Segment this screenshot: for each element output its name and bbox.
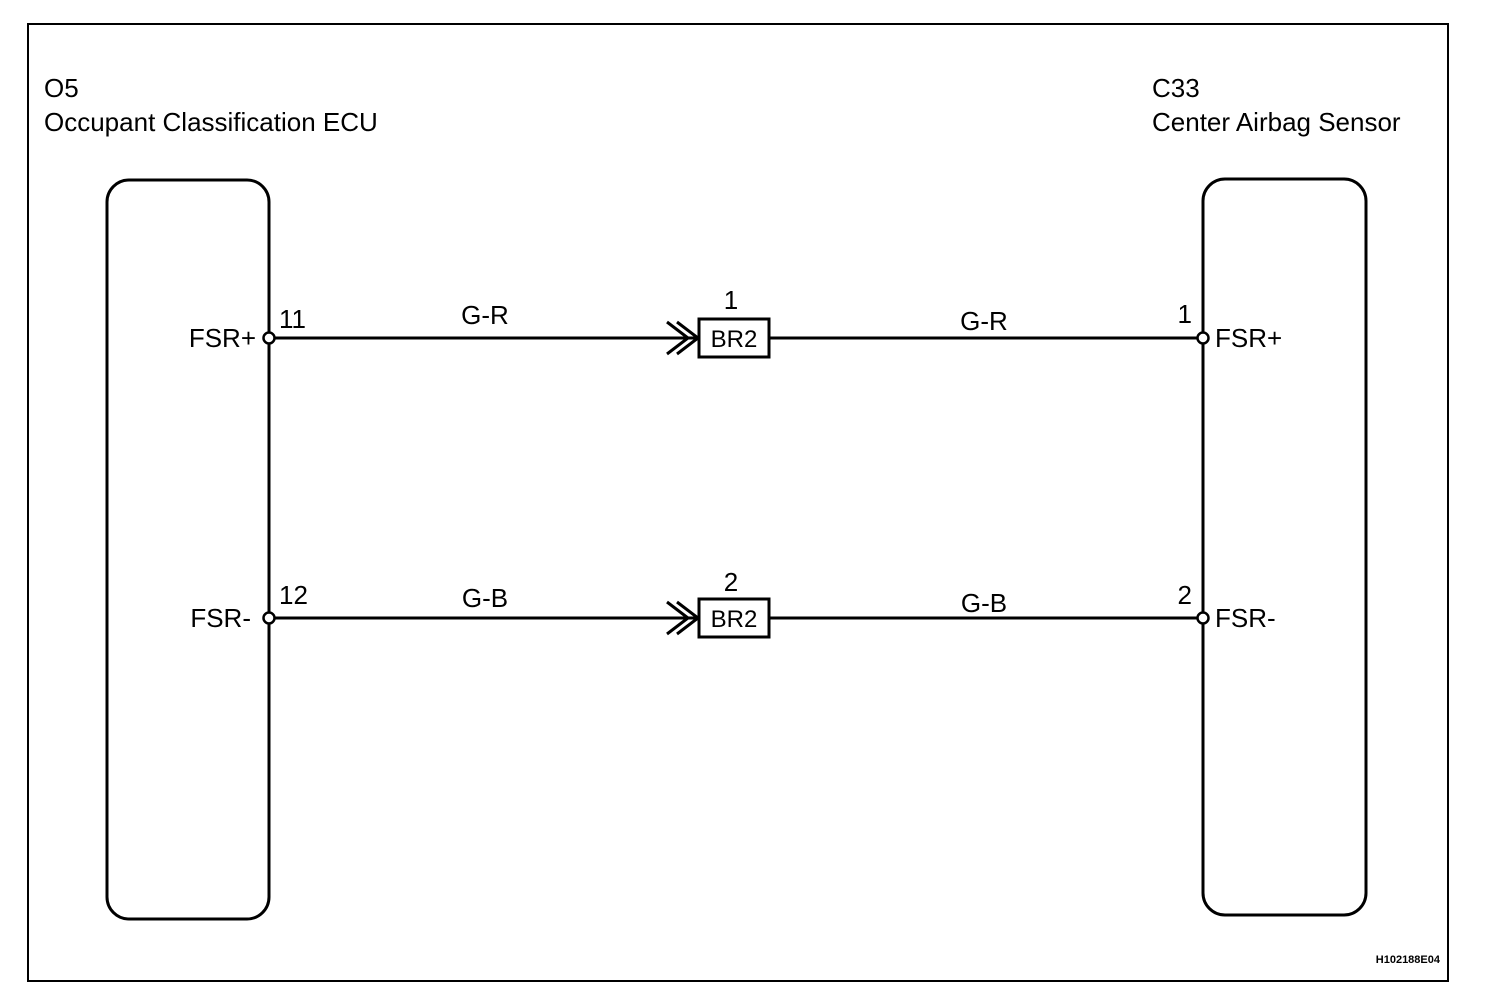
- right-component-name: Center Airbag Sensor: [1152, 107, 1401, 137]
- signal-left-label: FSR-: [190, 603, 251, 633]
- left-component-code: O5: [44, 73, 79, 103]
- pin-right-label: 2: [1178, 580, 1192, 610]
- figure-id: H102188E04: [1376, 954, 1441, 966]
- circuit-fsr-plus: FSR+ 11 G-R 1 BR2 G-R 1 FSR+: [189, 285, 1282, 359]
- pin-right-label: 1: [1178, 299, 1192, 329]
- signal-right-label: FSR+: [1215, 323, 1282, 353]
- left-component-name: Occupant Classification ECU: [44, 107, 378, 137]
- pin-left-label: 11: [279, 304, 306, 334]
- occupant-classification-ecu-body: [105, 178, 271, 921]
- right-component-code: C33: [1152, 73, 1200, 103]
- connector-label: BR2: [711, 326, 758, 353]
- wire-color-right: G-R: [960, 306, 1008, 336]
- terminal-left: [262, 331, 276, 345]
- wire-color-left: G-B: [462, 583, 508, 613]
- connector-pin-label: 2: [724, 567, 738, 597]
- pin-left-label: 12: [279, 580, 308, 610]
- connector-arrow-outer: [666, 600, 691, 636]
- connector-label: BR2: [711, 606, 758, 633]
- connector-pin-label: 1: [724, 285, 738, 315]
- connector-arrow-outer: [666, 320, 691, 356]
- wire-color-left: G-R: [461, 300, 509, 330]
- signal-left-label: FSR+: [189, 323, 256, 353]
- connector-box: [697, 317, 771, 359]
- terminal-right: [1196, 331, 1210, 345]
- wire-color-right: G-B: [961, 588, 1007, 618]
- terminal-left: [262, 611, 276, 625]
- signal-right-label: FSR-: [1215, 603, 1276, 633]
- circuit-fsr-minus: FSR- 12 G-B 2 BR2 G-B 2 FSR-: [190, 567, 1276, 639]
- terminal-right: [1196, 611, 1210, 625]
- center-airbag-sensor-body: [1201, 177, 1368, 917]
- diagram-frame: [27, 23, 1449, 982]
